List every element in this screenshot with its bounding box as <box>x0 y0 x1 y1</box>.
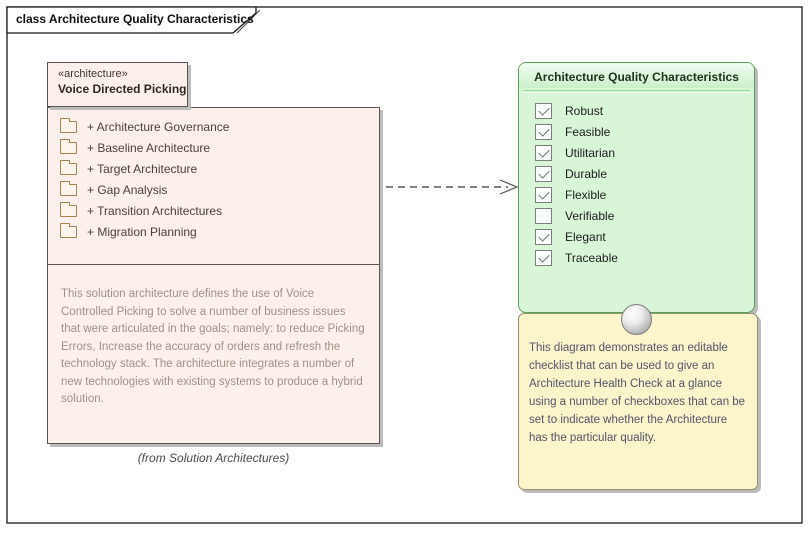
package-stereotype: «architecture» <box>58 68 128 80</box>
package-item-label: + Baseline Architecture <box>87 140 211 155</box>
package-item-label: + Migration Planning <box>87 224 197 239</box>
package-description: This solution architecture defines the u… <box>48 264 379 409</box>
checklist-item-row[interactable]: Feasible <box>535 121 754 142</box>
package-content-row[interactable]: + Transition Architectures <box>60 200 379 221</box>
checklist-item-label: Robust <box>565 103 604 118</box>
checklist-item-label: Elegant <box>565 229 606 244</box>
checkbox-icon[interactable] <box>535 123 552 140</box>
checklist-header-separator <box>523 90 750 93</box>
package-content-row[interactable]: + Gap Analysis <box>60 179 379 200</box>
note-element[interactable]: This diagram demonstrates an editable ch… <box>518 313 758 490</box>
checkbox-icon[interactable] <box>535 207 552 224</box>
package-content-row[interactable]: + Migration Planning <box>60 221 379 242</box>
from-solution-architectures-label: (from Solution Architectures) <box>137 451 290 465</box>
checkbox-icon[interactable] <box>535 186 552 203</box>
folder-icon <box>60 222 77 238</box>
checklist-item-label: Durable <box>565 166 608 181</box>
package-item-label: + Target Architecture <box>87 161 198 176</box>
arrowhead-icon <box>499 179 519 195</box>
checklist-item-row[interactable]: Robust <box>535 100 754 121</box>
package-item-label: + Gap Analysis <box>87 182 168 197</box>
checklist-title: Architecture Quality Characteristics <box>519 63 754 88</box>
folder-icon <box>60 201 77 217</box>
folder-icon <box>60 117 77 133</box>
package-header-voice-directed-picking[interactable]: «architecture» Voice Directed Picking <box>47 62 188 107</box>
package-content-row[interactable]: + Target Architecture <box>60 158 379 179</box>
package-content-row[interactable]: + Architecture Governance <box>60 116 379 137</box>
checklist-item-row[interactable]: Durable <box>535 163 754 184</box>
checklist-item-label: Flexible <box>565 187 607 202</box>
note-link-ball-icon[interactable] <box>621 304 652 335</box>
package-name: Voice Directed Picking <box>58 82 187 96</box>
checklist-element[interactable]: Architecture Quality Characteristics Rob… <box>518 62 755 313</box>
checkbox-icon[interactable] <box>535 165 552 182</box>
package-body-voice-directed-picking[interactable]: + Architecture Governance + Baseline Arc… <box>47 107 380 444</box>
diagram-frame-border <box>6 6 803 524</box>
dependency-arrow[interactable] <box>386 179 519 195</box>
checklist-item-row[interactable]: Verifiable <box>535 205 754 226</box>
checklist-item-row[interactable]: Traceable <box>535 247 754 268</box>
checklist-item-row[interactable]: Utilitarian <box>535 142 754 163</box>
checkbox-icon[interactable] <box>535 249 552 266</box>
frame-tab <box>6 6 257 34</box>
checklist-item-row[interactable]: Elegant <box>535 226 754 247</box>
checklist-item-row[interactable]: Flexible <box>535 184 754 205</box>
checklist-items: Robust Feasible Utilitarian Durable Flex… <box>519 93 754 268</box>
note-text: This diagram demonstrates an editable ch… <box>529 342 746 444</box>
frame-tab-accent-line <box>236 9 261 34</box>
package-content-row[interactable]: + Baseline Architecture <box>60 137 379 158</box>
checklist-item-label: Feasible <box>565 124 611 139</box>
package-contents-list: + Architecture Governance + Baseline Arc… <box>48 108 379 264</box>
package-item-label: + Transition Architectures <box>87 203 223 218</box>
checklist-item-label: Verifiable <box>565 208 615 223</box>
package-item-label: + Architecture Governance <box>87 119 230 134</box>
checkbox-icon[interactable] <box>535 228 552 245</box>
checklist-item-label: Utilitarian <box>565 145 616 160</box>
checklist-item-label: Traceable <box>565 250 618 265</box>
checkbox-icon[interactable] <box>535 144 552 161</box>
frame-title: class Architecture Quality Characteristi… <box>16 12 254 26</box>
folder-icon <box>60 180 77 196</box>
folder-icon <box>60 159 77 175</box>
folder-icon <box>60 138 77 154</box>
checkbox-icon[interactable] <box>535 102 552 119</box>
